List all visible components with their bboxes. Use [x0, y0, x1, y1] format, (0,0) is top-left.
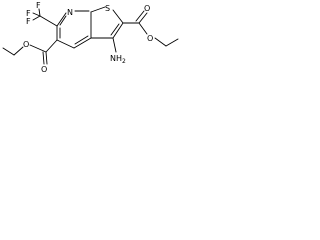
bond-lines: [2, 6, 179, 65]
atom-label-right-carbonyl-o: O: [144, 4, 150, 13]
atom-label-f-top: F: [36, 1, 41, 10]
bond-c6-n-inner: [59, 15, 67, 26]
bond-c3-amino: [112, 37, 117, 53]
atom-label-left-ether-o: O: [23, 40, 29, 49]
bond-right-o-ch2: [154, 37, 167, 47]
bond-c4-c5: [56, 39, 75, 49]
atom-label-ring-nitrogen: N: [67, 8, 73, 17]
atom-label-left-carbonyl-o: O: [41, 65, 47, 74]
atom-label-right-ether-o: O: [147, 34, 153, 43]
bond-c6-n: [56, 12, 67, 27]
bond-c2-c3: [112, 22, 124, 39]
bond-c7a-s: [90, 6, 106, 13]
atom-label-ring-sulfur: S: [105, 4, 110, 13]
bond-c5-carbonyl-c: [45, 39, 58, 53]
bond-c3a-c4: [73, 37, 92, 49]
amino-subscript: 2: [122, 58, 126, 65]
bond-right-c-o-ether: [138, 22, 148, 35]
bond-left-ch2-ch3: [2, 47, 15, 56]
atom-label-amino: NH2: [110, 54, 126, 65]
bond-cf3-f-bottom: [32, 15, 41, 21]
bond-cf3-ring: [39, 15, 58, 27]
bond-right-c-o-double-1: [138, 12, 148, 24]
bond-right-ch2-ch3: [165, 38, 179, 47]
bond-cf3-f-left: [32, 12, 41, 17]
bond-left-o-ch2: [13, 46, 24, 56]
bond-right-c-o-double-2: [135, 10, 145, 22]
bond-left-c-o-ether: [29, 44, 47, 53]
bond-left-c-o-double-2: [42, 51, 45, 65]
bond-left-c-o-double-1: [45, 51, 48, 65]
bond-s-c2: [112, 9, 124, 24]
bond-c2-c3-inner: [110, 23, 120, 36]
amino-main: NH: [110, 54, 122, 63]
bond-cf3-f-top: [38, 8, 41, 17]
atom-labels: F F F N S NH2 O O O O: [23, 1, 153, 74]
atom-label-f-bottom: F: [26, 17, 31, 26]
bond-c3a-c4-inner: [74, 35, 89, 45]
atom-label-f-left: F: [26, 9, 31, 18]
molecule-structure-diagram: F F F N S NH2 O O O O: [2, 1, 179, 74]
